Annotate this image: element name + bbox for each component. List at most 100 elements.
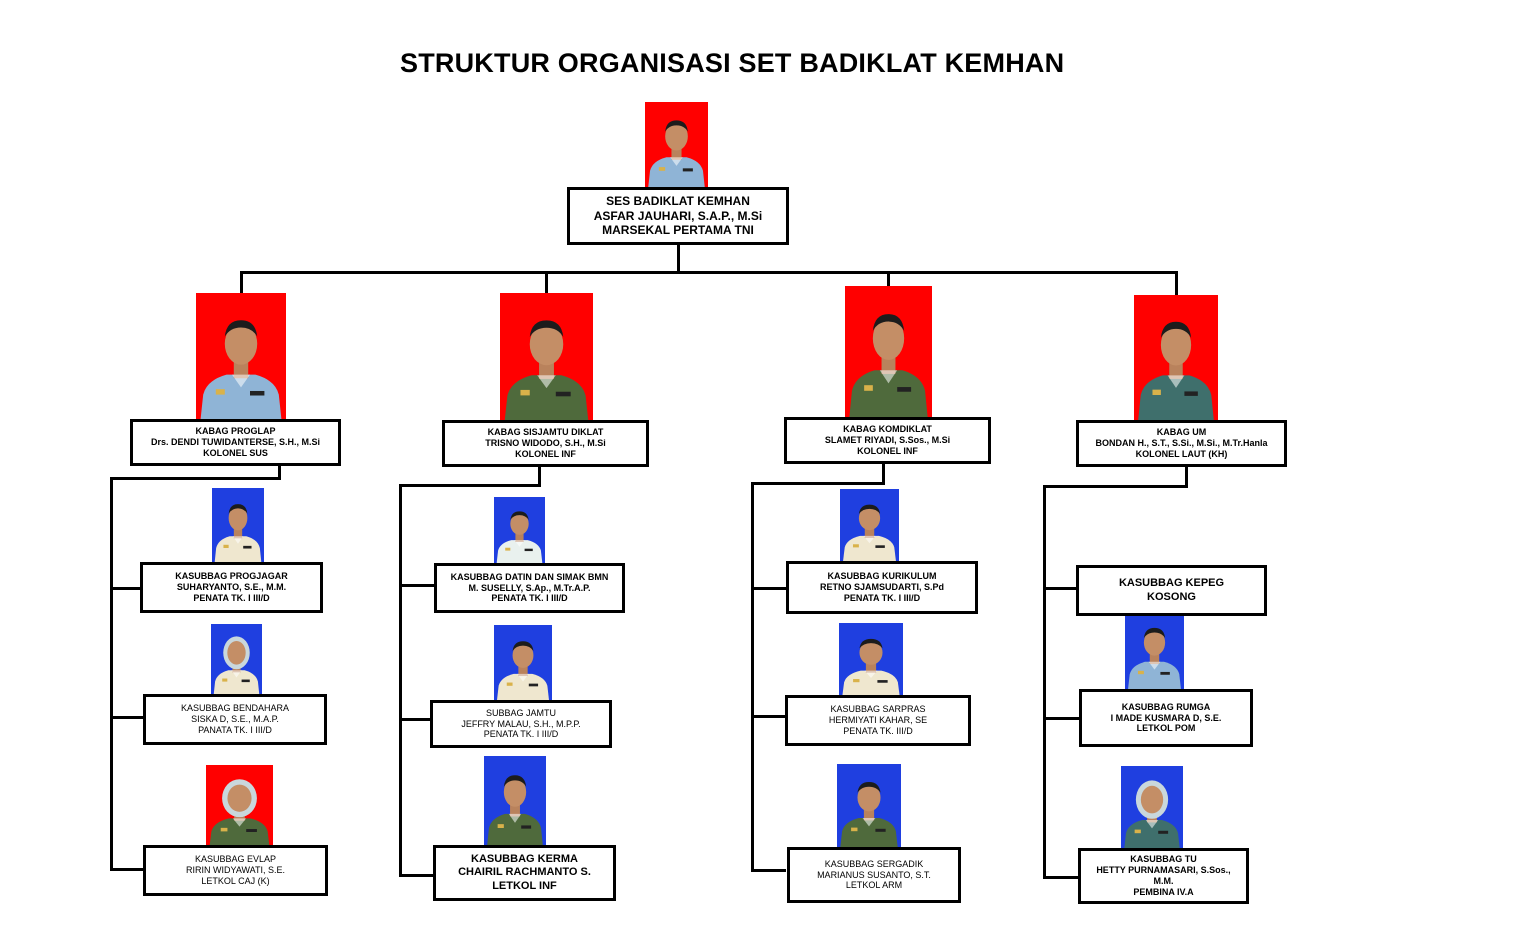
col2-tick-1 [399,584,434,587]
sub-box-3-3-line3: LETKOL ARM [845,880,903,891]
head-box-3: KABAG KOMDIKLAT SLAMET RIYADI, S.Sos., M… [784,417,991,464]
drop-line-3 [887,271,890,287]
top-bus-line [240,271,1177,274]
sub-box-2-1-line3: PENATA TK. I III/D [491,593,568,604]
sub-box-3-1-line3: PENATA TK. I III/D [843,592,921,603]
drop-line-1 [240,271,243,294]
head-photo-1 [196,293,286,420]
sub-box-2-2-line3: PENATA TK. I III/D [483,729,559,740]
sub-photo-1-1 [212,488,264,563]
sub-box-2-3: KASUBBAG KERMA CHAIRIL RACHMANTO S. LETK… [433,845,616,901]
sub-box-1-2-line2: SISKA D, S.E., M.A.P. [191,714,279,725]
head-box-2-line2: TRISNO WIDODO, S.H., M.Si [485,438,606,449]
head-box-2-line3: KOLONEL INF [515,448,576,459]
sub-box-4-3-line3: M.M. [1153,876,1174,886]
sub-box-3-1-line1: KASUBBAG KURIKULUM [827,571,937,582]
sub-box-1-3-line2: RIRIN WIDYAWATI, S.E. [186,865,285,876]
sub-box-4-1-line1: KASUBBAG KEPEG [1118,577,1225,590]
sub-box-2-2: SUBBAG JAMTU JEFFRY MALAU, S.H., M.P.P. … [430,700,612,748]
head-box-4-line3: KOLONEL LAUT (KH) [1135,448,1228,459]
sub-box-1-1-line3: PENATA TK. I III/D [193,592,270,603]
col2-spine [399,484,402,876]
top-box-line1: SES BADIKLAT KEMHAN [606,194,750,209]
top-box-line2: ASFAR JAUHARI, S.A.P., M.Si [593,208,763,223]
col4-bar [1043,485,1188,488]
col3-stem [882,463,885,484]
col2-bar [399,484,541,487]
sub-photo-4-3 [1121,766,1183,850]
sub-box-3-1: KASUBBAG KURIKULUM RETNO SJAMSUDARTI, S.… [786,561,978,614]
head-photo-3 [845,286,932,417]
drop-line-4 [1175,271,1178,296]
sub-box-3-2-line1: KASUBBAG SARPRAS [830,704,926,715]
sub-box-3-2: KASUBBAG SARPRAS HERMIYATI KAHAR, SE PEN… [785,695,971,746]
sub-box-4-1: KASUBBAG KEPEG KOSONG [1076,565,1267,616]
sub-box-3-3-line1: KASUBBAG SERGADIK [824,858,924,869]
sub-box-3-1-line2: RETNO SJAMSUDARTI, S.Pd [819,582,944,593]
sub-photo-4-2 [1125,611,1184,690]
sub-box-3-2-line2: HERMIYATI KAHAR, SE [828,715,928,726]
top-stem-line [677,244,680,272]
sub-box-1-1-line2: SUHARYANTO, S.E., M.M. [176,582,287,593]
col3-tick-2 [751,715,786,718]
sub-box-3-3: KASUBBAG SERGADIK MARIANUS SUSANTO, S.T.… [787,847,961,903]
drop-line-2 [545,271,548,294]
col4-tick-3 [1043,876,1078,879]
head-box-4-line1: KABAG UM [1156,427,1207,438]
sub-box-4-1-line2: KOSONG [1147,590,1196,603]
col4-tick-1 [1043,587,1076,590]
sub-box-4-3-line2: HETTY PURNAMASARI, S.Sos., [1096,865,1231,876]
sub-box-1-2-line3: PANATA TK. I III/D [198,724,272,735]
head-box-1-line3: KOLONEL SUS [203,447,268,458]
head-box-4: KABAG UM BONDAN H., S.T., S.Si., M.Si., … [1076,420,1287,467]
col2-tick-3 [399,874,433,877]
head-box-2: KABAG SISJAMTU DIKLAT TRISNO WIDODO, S.H… [442,420,649,467]
col1-tick-1 [110,587,140,590]
top-photo [645,102,708,188]
col1-bar [110,477,281,480]
sub-photo-1-2 [211,624,262,696]
sub-box-4-3-line1: KASUBBAG TU [1130,854,1197,865]
sub-box-4-2-line1: KASUBBAG RUMGA [1121,701,1211,712]
col4-tick-2 [1043,717,1079,720]
sub-box-1-3: KASUBBAG EVLAP RIRIN WIDYAWATI, S.E. LET… [143,845,328,896]
col1-stem [278,465,281,479]
head-box-1-line2: Drs. DENDI TUWIDANTERSE, S.H., M.Si [150,437,320,448]
top-box-line3: MARSEKAL PERTAMA TNI [602,223,754,238]
sub-box-4-2-line3: LETKOL POM [1136,723,1196,734]
sub-box-1-1-line1: KASUBBAG PROGJAGAR [175,571,288,582]
sub-box-2-1-line2: M. SUSELLY, S.Ap., M.Tr.A.P. [468,582,591,593]
sub-box-4-2-line2: I MADE KUSMARA D, S.E. [1110,712,1222,723]
sub-box-2-1-line1: KASUBBAG DATIN DAN SIMAK BMN [450,571,609,582]
sub-box-1-3-line1: KASUBBAG EVLAP [194,854,277,865]
col3-tick-3 [751,869,786,872]
sub-box-2-3-line1: KASUBBAG KERMA [471,852,578,865]
col3-bar [751,482,885,485]
sub-box-4-3: KASUBBAG TU HETTY PURNAMASARI, S.Sos., M… [1078,848,1249,904]
top-box: SES BADIKLAT KEMHAN ASFAR JAUHARI, S.A.P… [567,187,789,245]
sub-photo-2-1 [494,497,545,564]
sub-box-1-3-line3: LETKOL CAJ (K) [201,875,270,886]
sub-box-4-2: KASUBBAG RUMGA I MADE KUSMARA D, S.E. LE… [1079,689,1253,747]
sub-box-1-2: KASUBBAG BENDAHARA SISKA D, S.E., M.A.P.… [143,694,327,745]
head-box-3-line2: SLAMET RIYADI, S.Sos., M.Si [824,435,951,446]
col4-spine [1043,485,1046,878]
head-box-2-line1: KABAG SISJAMTU DIKLAT [487,427,604,438]
sub-box-1-1: KASUBBAG PROGJAGAR SUHARYANTO, S.E., M.M… [140,562,323,613]
sub-photo-3-1 [840,489,899,562]
sub-photo-1-3 [206,765,273,848]
col4-stem [1185,466,1188,487]
sub-photo-2-3 [484,756,546,846]
col3-tick-1 [751,587,786,590]
sub-photo-3-3 [837,764,901,848]
sub-box-2-1: KASUBBAG DATIN DAN SIMAK BMN M. SUSELLY,… [434,563,625,613]
head-box-1: KABAG PROGLAP Drs. DENDI TUWIDANTERSE, S… [130,419,341,466]
chart-title: STRUKTUR ORGANISASI SET BADIKLAT KEMHAN [400,48,1065,78]
col1-tick-2 [110,716,143,719]
sub-box-2-2-line2: JEFFRY MALAU, S.H., M.P.P. [461,718,581,729]
sub-box-3-2-line3: PENATA TK. III/D [843,725,913,736]
head-box-1-line1: KABAG PROGLAP [195,426,276,437]
head-box-4-line2: BONDAN H., S.T., S.Si., M.Si., M.Tr.Hanl… [1095,438,1268,449]
sub-box-2-3-line3: LETKOL INF [492,879,557,892]
sub-box-3-3-line2: MARIANUS SUSANTO, S.T. [817,869,931,880]
